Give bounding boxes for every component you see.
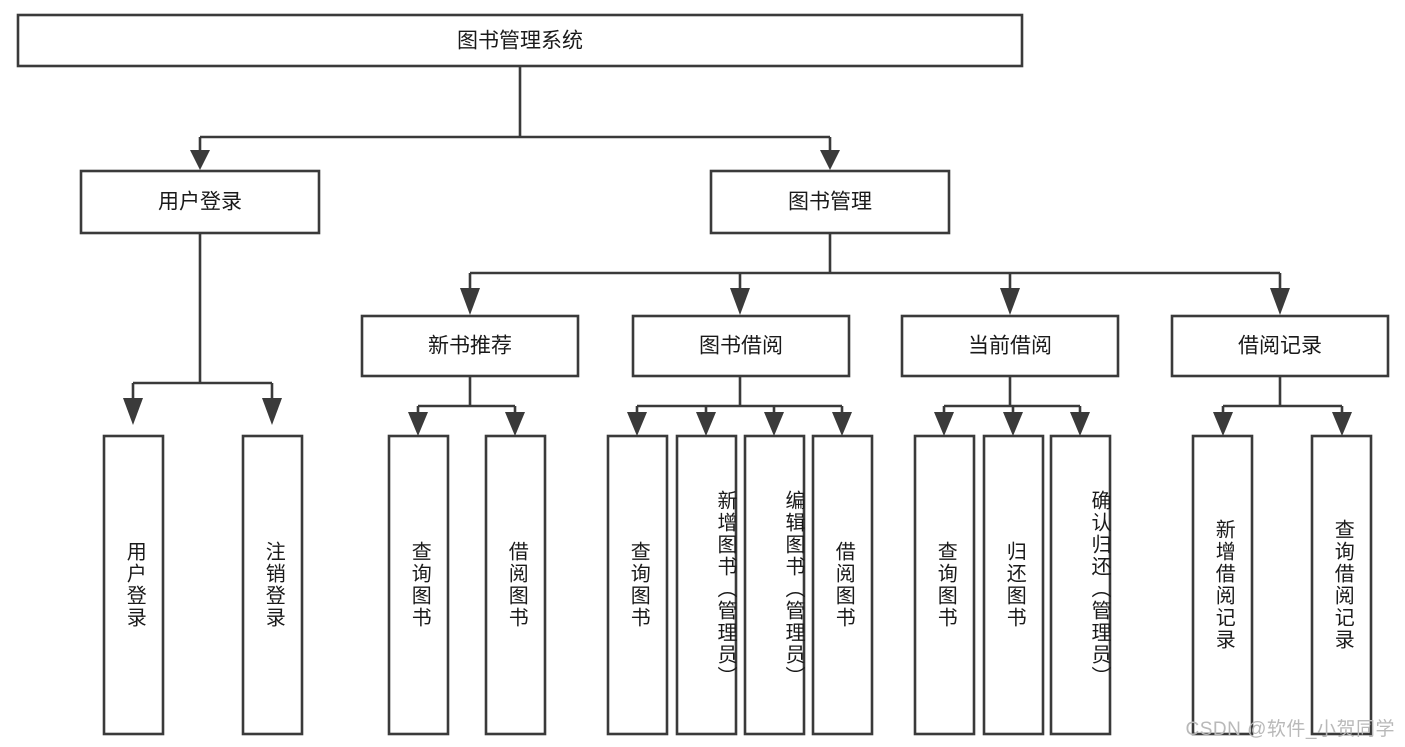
leaf-return-book-box[interactable] — [982, 434, 1045, 736]
connector-new-book-recommend-bus — [416, 376, 517, 414]
arrowhead-borrow-record — [1270, 288, 1290, 315]
leaf-confirm-return-box[interactable] — [1049, 434, 1112, 736]
arrowhead-new-book-recommend — [460, 288, 480, 315]
node-current-borrow[interactable]: 当前借阅 — [900, 314, 1120, 378]
node-root-box[interactable] — [16, 13, 1024, 68]
leaf-borrow-book-1-box[interactable] — [484, 434, 547, 736]
arrowhead-leaf-confirm-return — [1070, 412, 1090, 436]
node-book-borrow-box[interactable] — [631, 314, 851, 378]
leaf-query-book-1-box[interactable] — [387, 434, 450, 736]
connector-layer — [123, 66, 1352, 436]
node-book-borrow[interactable]: 图书借阅 — [631, 314, 851, 378]
node-root-label: 图书管理系统 — [457, 30, 583, 53]
arrowhead-leaf-query-book-2 — [627, 412, 647, 436]
node-user-login-box[interactable] — [79, 169, 321, 235]
arrowhead-user-login — [190, 150, 210, 170]
connector-current-borrow-bus — [942, 376, 1082, 414]
arrowhead-leaf-add-record — [1213, 412, 1233, 436]
leaf-user-logout-box[interactable] — [241, 434, 304, 736]
arrowhead-leaf-borrow-book-1 — [505, 412, 525, 436]
arrowhead-book-borrow — [730, 288, 750, 315]
arrowhead-book-management — [820, 150, 840, 170]
arrowhead-leaf-query-book-3 — [934, 412, 954, 436]
node-user-login[interactable]: 用户登录 — [79, 169, 321, 235]
leaf-borrow-book-2-box[interactable] — [811, 434, 874, 736]
node-user-login-label: 用户登录 — [158, 191, 242, 214]
connector-root-bus — [198, 66, 832, 152]
node-current-borrow-label: 当前借阅 — [968, 335, 1052, 358]
node-new-book-recommend[interactable]: 新书推荐 — [360, 314, 580, 378]
leaf-query-book-2-box[interactable] — [606, 434, 669, 736]
arrowhead-leaf-user-logout — [262, 398, 282, 425]
node-book-borrow-label: 图书借阅 — [699, 335, 783, 358]
node-book-management-box[interactable] — [709, 169, 951, 235]
node-new-book-recommend-box[interactable] — [360, 314, 580, 378]
arrowhead-leaf-query-book-1 — [408, 412, 428, 436]
arrowhead-leaf-add-book — [696, 412, 716, 436]
arrowhead-leaf-edit-book — [764, 412, 784, 436]
arrowhead-leaf-return-book — [1003, 412, 1023, 436]
csdn-watermark: CSDN @软件_小贺同学 — [1185, 719, 1395, 740]
leaf-edit-book-box[interactable] — [743, 434, 806, 736]
arrowhead-leaf-query-record — [1332, 412, 1352, 436]
leaf-add-record-box[interactable] — [1191, 434, 1254, 736]
arrowhead-leaf-user-login — [123, 398, 143, 425]
node-book-management[interactable]: 图书管理 — [709, 169, 951, 235]
node-book-management-label: 图书管理 — [788, 191, 872, 214]
node-current-borrow-box[interactable] — [900, 314, 1120, 378]
arrowhead-current-borrow — [1000, 288, 1020, 315]
node-new-book-recommend-label: 新书推荐 — [428, 335, 512, 358]
connector-book-borrow-bus — [635, 376, 844, 414]
leaf-query-record-box[interactable] — [1310, 434, 1373, 736]
leaf-add-book-box[interactable] — [675, 434, 738, 736]
connector-borrow-record-bus — [1221, 376, 1344, 414]
node-borrow-record[interactable]: 借阅记录 — [1170, 314, 1390, 378]
leaf-query-book-3-box[interactable] — [913, 434, 976, 736]
leaf-user-login-box[interactable] — [102, 434, 165, 736]
arrowhead-leaf-borrow-book-2 — [832, 412, 852, 436]
node-root[interactable]: 图书管理系统 — [16, 13, 1024, 68]
connector-user-login-bus — [131, 233, 274, 400]
connector-book-management-bus — [468, 233, 1282, 290]
node-borrow-record-label: 借阅记录 — [1238, 335, 1322, 358]
leaf-box-layer — [102, 434, 1373, 736]
node-borrow-record-box[interactable] — [1170, 314, 1390, 378]
